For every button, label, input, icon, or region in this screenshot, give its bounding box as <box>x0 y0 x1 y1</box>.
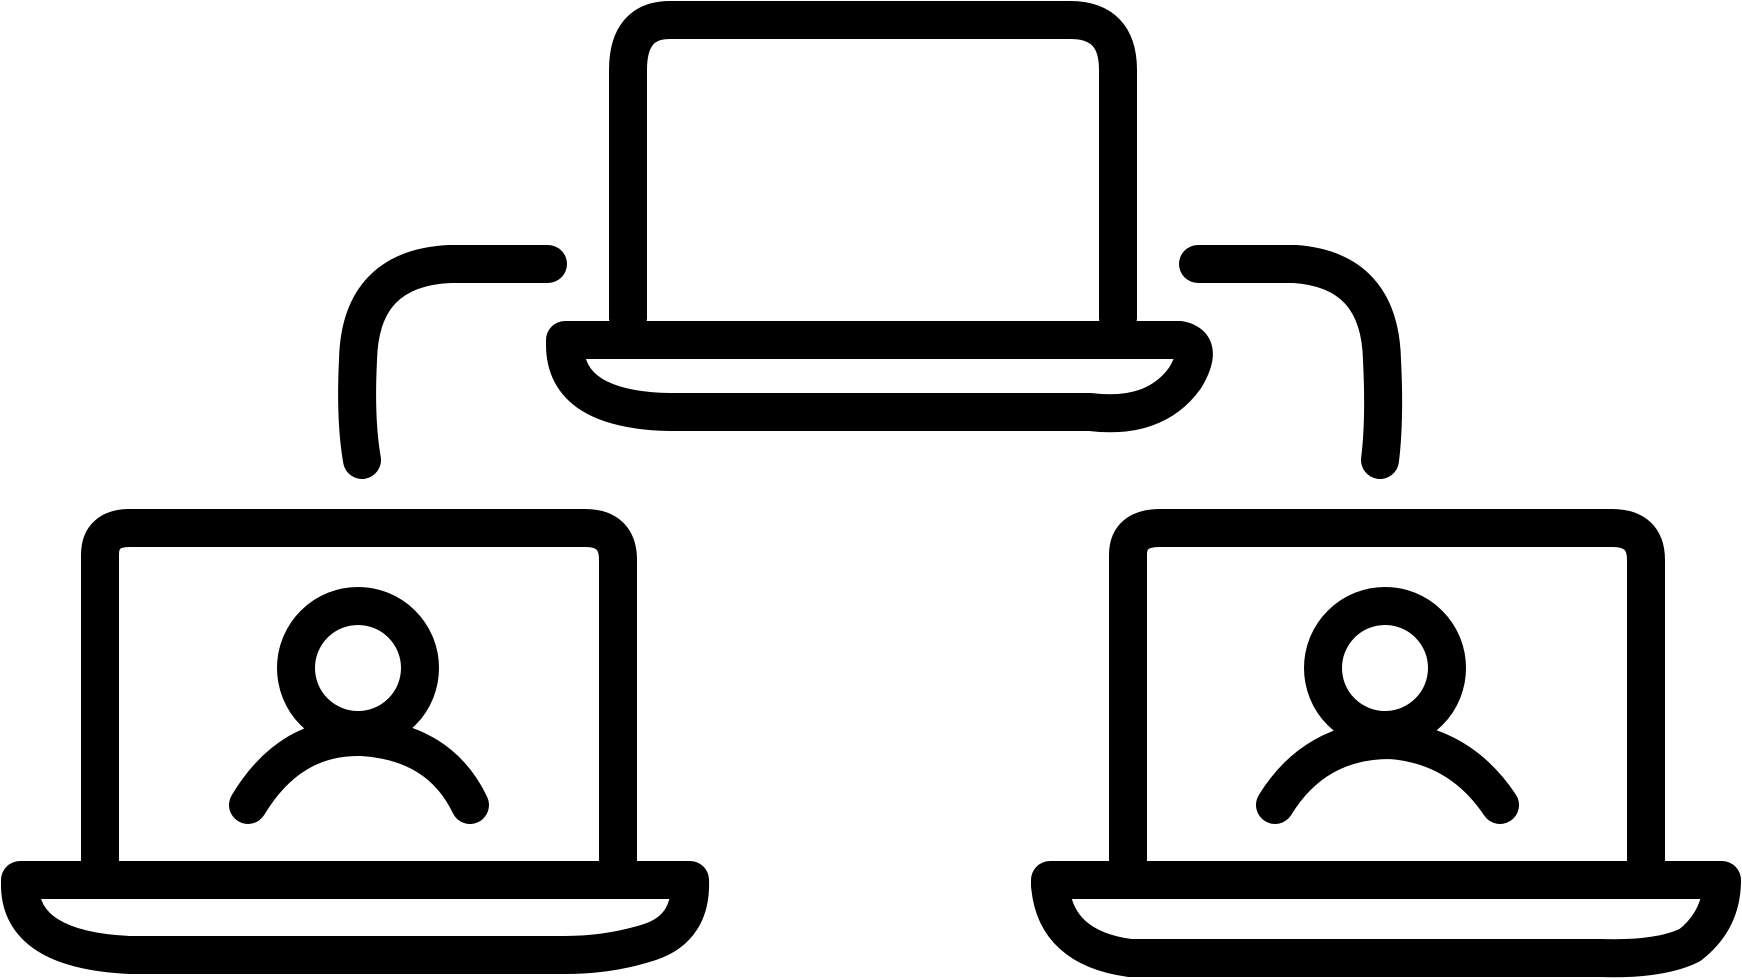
laptop-right-base <box>1031 861 1741 978</box>
laptop-top-screen <box>609 1 1137 337</box>
user-head-left-icon <box>277 587 439 749</box>
laptop-left-icon <box>1 509 710 974</box>
user-shoulders-left-icon <box>229 717 489 824</box>
laptop-right-screen <box>1109 509 1665 881</box>
laptop-left-base <box>1 861 710 974</box>
connector-left-icon <box>338 245 567 479</box>
connector-right-icon <box>1179 245 1403 479</box>
user-shoulders-right-icon <box>1256 721 1519 824</box>
user-head-right-icon <box>1304 587 1466 749</box>
laptop-top-icon <box>546 1 1213 433</box>
laptop-right-icon <box>1031 509 1741 978</box>
laptop-top-base <box>546 321 1213 433</box>
laptop-left-screen <box>81 509 637 881</box>
